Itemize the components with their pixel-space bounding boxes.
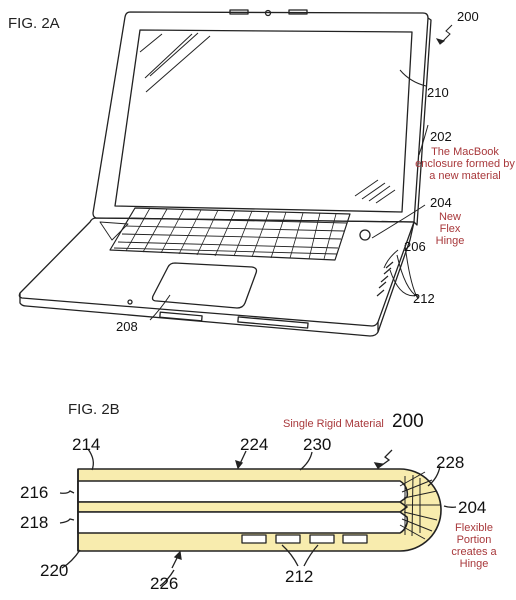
- cross-section: [77, 468, 442, 552]
- leaders-2a: [149, 24, 453, 321]
- label-230: 230: [303, 435, 332, 454]
- label-202: 202: [430, 129, 452, 144]
- ports-212: [241, 534, 368, 544]
- lower-channel: [77, 511, 409, 534]
- label-220: 220: [40, 561, 69, 580]
- hinge-lines: [399, 471, 440, 540]
- label-204-b: 204: [458, 498, 487, 517]
- fig-2a-title: FIG. 2A: [8, 15, 60, 32]
- annotation-rigid: Single Rigid Material: [283, 418, 384, 430]
- key-columns: [125, 207, 337, 260]
- keyboard: [109, 207, 351, 261]
- label-226: 226: [150, 574, 179, 593]
- front-slot-1: [159, 311, 203, 322]
- label-212-b: 212: [285, 567, 314, 586]
- laptop-lid: [92, 11, 429, 223]
- label-212-a: 212: [413, 291, 435, 306]
- label-224: 224: [240, 435, 269, 454]
- label-228: 228: [436, 453, 465, 472]
- side-ports: [376, 261, 394, 297]
- label-218: 218: [20, 513, 49, 532]
- laptop-drawing: [18, 9, 432, 337]
- label-200-a: 200: [457, 9, 479, 24]
- label-206: 206: [404, 239, 426, 254]
- screen-glare: [139, 32, 396, 204]
- lid-top-tab-2: [288, 9, 308, 15]
- middle-layer: [77, 501, 408, 513]
- label-204-a: 204: [430, 195, 452, 210]
- annotation-flexible: Flexible Portion creates a Hinge: [451, 522, 497, 570]
- leaders-2b: [59, 448, 457, 587]
- keyboard-keys: [113, 217, 348, 255]
- camera: [264, 9, 272, 17]
- lid-top-tab: [229, 9, 249, 15]
- annotation-hinge: New Flex Hinge: [435, 211, 465, 247]
- label-200-b: 200: [392, 411, 424, 432]
- label-214: 214: [72, 435, 101, 454]
- trackpad: [151, 262, 258, 309]
- laptop-screen: [114, 29, 413, 213]
- laptop-base: [18, 217, 415, 327]
- label-216: 216: [20, 483, 49, 502]
- label-208: 208: [116, 319, 138, 334]
- annotation-enclosure: The MacBook enclosure formed by a new ma…: [415, 146, 515, 182]
- label-210: 210: [427, 85, 449, 100]
- upper-channel: [77, 480, 409, 503]
- fig-2b-title: FIG. 2B: [68, 401, 120, 418]
- front-slot-2: [237, 316, 309, 329]
- power-button: [359, 229, 371, 241]
